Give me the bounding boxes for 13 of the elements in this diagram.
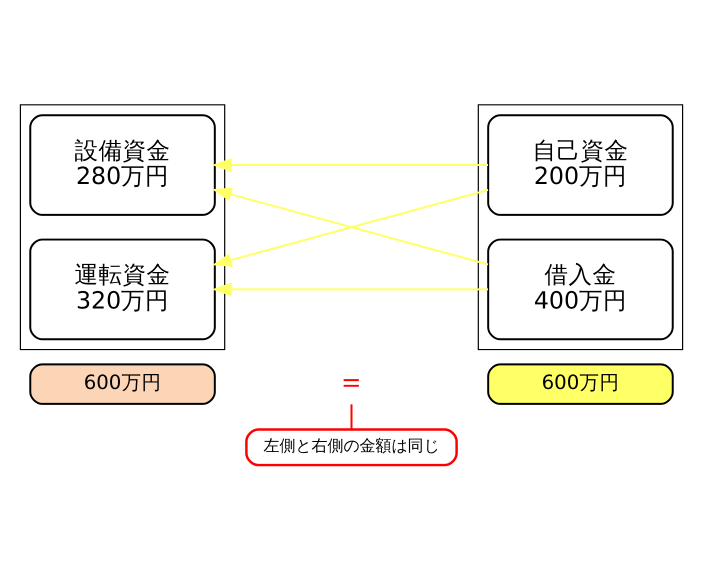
connector xyxy=(350,404,352,430)
node-box: 借入金 400万円 xyxy=(487,238,674,340)
node-box: 左側と右側の金額は同じ xyxy=(245,428,458,466)
node-text: ＝ xyxy=(336,364,366,399)
node-box: 600万円 xyxy=(29,363,216,405)
arrow xyxy=(212,282,488,296)
node-box: 運転資金 320万円 xyxy=(29,238,216,340)
node-box: 600万円 xyxy=(487,363,674,405)
node-box: 自己資金 200万円 xyxy=(487,114,674,216)
node-box: 設備資金 280万円 xyxy=(29,114,216,216)
cluster xyxy=(478,104,684,350)
arrow xyxy=(212,158,488,172)
cluster xyxy=(20,104,226,350)
